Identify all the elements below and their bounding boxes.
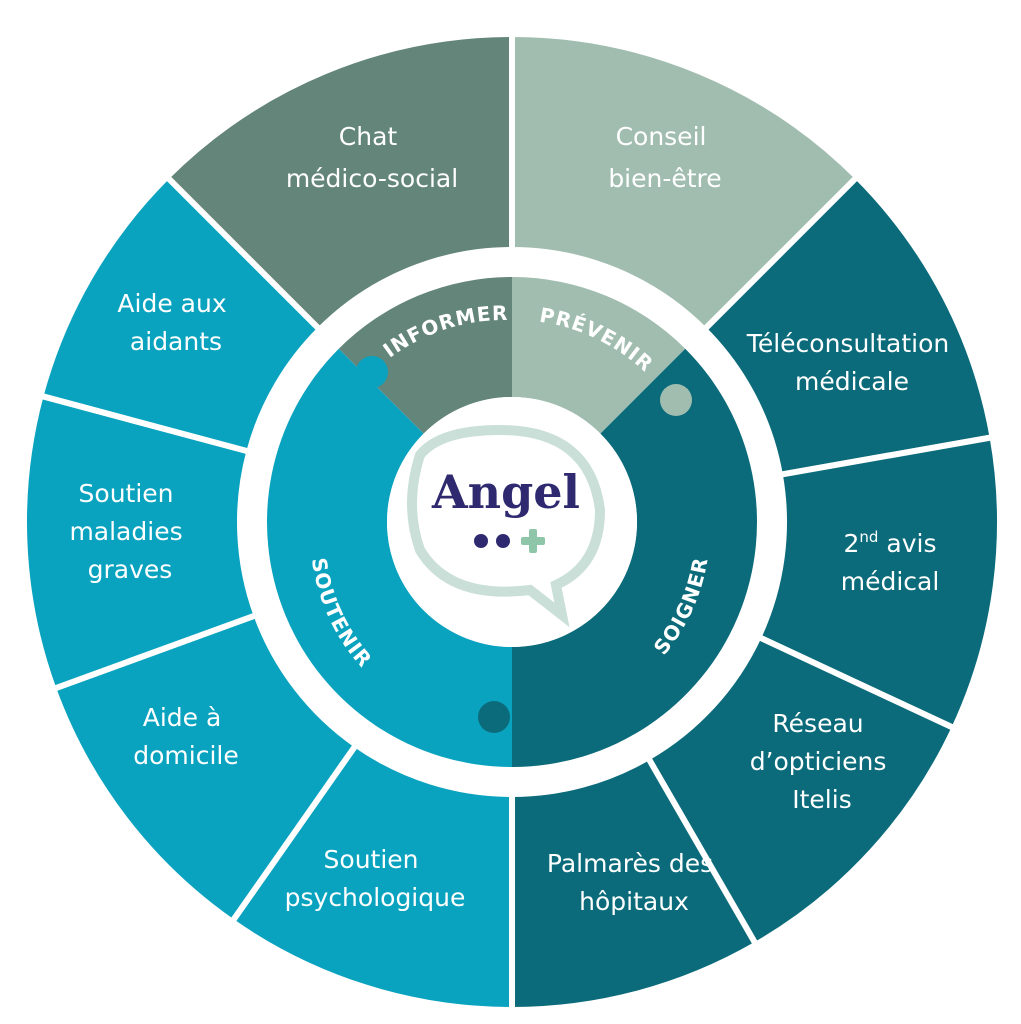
speech-bubble-icon xyxy=(407,424,606,628)
seg-conseil xyxy=(509,30,862,334)
label-second-avis: 2nd avis xyxy=(844,528,937,558)
label-chat: Chat médico-social xyxy=(286,122,458,193)
logo-text: Angel xyxy=(431,465,580,519)
label-conseil: Conseil bien-être xyxy=(608,122,721,193)
label-soutien-maladies: Soutien maladies graves xyxy=(69,479,190,584)
knob-prevenir-right xyxy=(660,384,692,416)
logo-dot-2 xyxy=(496,534,510,548)
label-aide-domicile: Aide à domicile xyxy=(133,703,238,770)
label-reseau: Réseau d’opticiens Itelis xyxy=(750,709,895,814)
logo: Angel xyxy=(407,424,606,628)
inner-quadrants xyxy=(267,277,757,767)
puzzle-knobs xyxy=(356,301,692,733)
logo-plus-v xyxy=(529,529,537,553)
label-teleconsultation: Téléconsultation médicale xyxy=(746,329,957,396)
knob-prevenir xyxy=(514,301,546,333)
label-soutien-psy: Soutien psychologique xyxy=(285,845,466,912)
knob-soutenir xyxy=(356,356,388,388)
quadrant-informer xyxy=(338,277,512,434)
label-palmares: Palmarès des hôpitaux xyxy=(547,849,721,916)
quadrant-prevenir xyxy=(512,277,686,434)
logo-dot-1 xyxy=(474,534,488,548)
knob-soigner xyxy=(478,701,510,733)
quadrant-soutenir xyxy=(267,348,512,767)
seg-aide-aidants xyxy=(36,172,324,456)
seg-chat xyxy=(162,30,515,334)
label-second-avis-line2: médical xyxy=(841,567,940,596)
outer-segments xyxy=(21,30,1003,1014)
quadrant-soigner xyxy=(512,348,757,767)
label-aide-aidants: Aide aux aidants xyxy=(117,289,234,356)
